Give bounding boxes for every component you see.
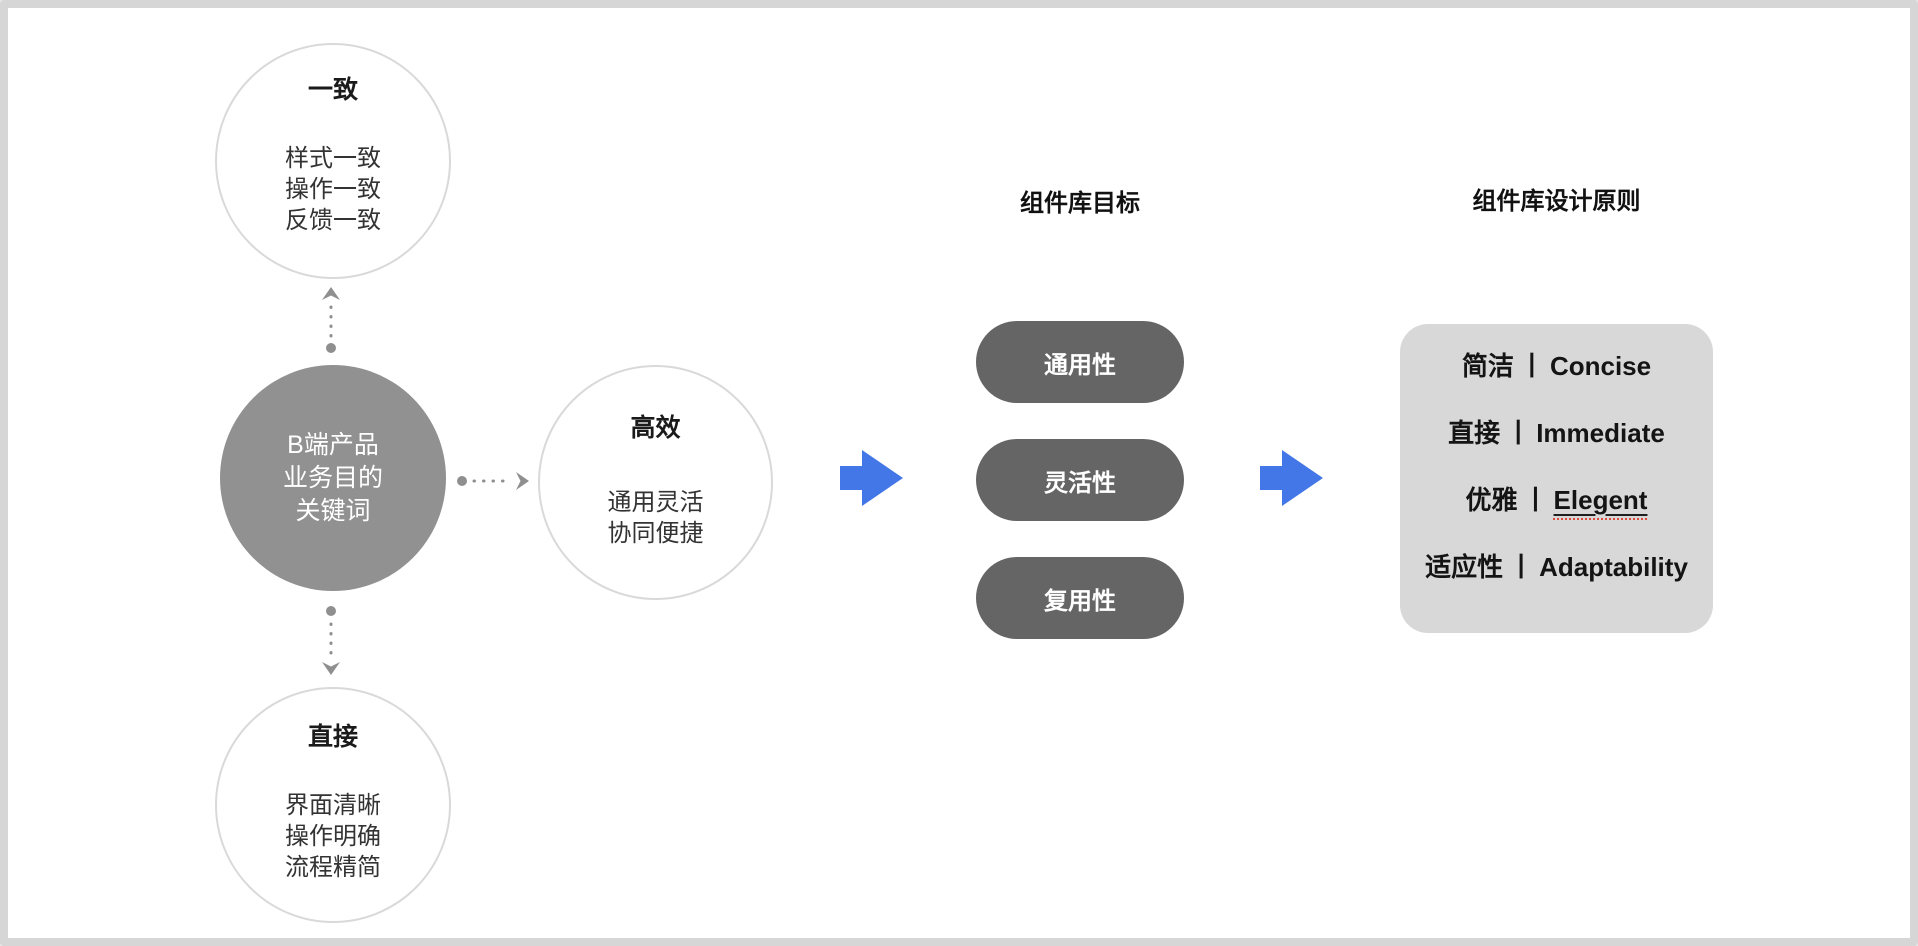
goal-pill-label: 灵活性 [1044, 469, 1116, 497]
keyword-circle-direct: 直接 界面清晰 操作明确 流程精简 [215, 687, 451, 923]
dotted-arrow-right-icon [457, 472, 529, 490]
circle-line: 界面清晰 [285, 792, 381, 819]
principle-separator: 丨 [1518, 351, 1545, 381]
circle-line: 流程精简 [285, 854, 381, 881]
circle-line: 通用灵活 [607, 489, 704, 516]
principles-heading: 组件库设计原则 [1472, 188, 1641, 215]
principle-zh: 直接 [1448, 418, 1501, 448]
keyword-circle-consistent: 一致 样式一致 操作一致 反馈一致 [215, 43, 451, 279]
goal-pill-label: 复用性 [1044, 587, 1116, 615]
circle-line: 样式一致 [285, 145, 381, 172]
principle-separator: 丨 [1505, 418, 1532, 448]
circle-line: 业务目的 [282, 463, 383, 492]
circle-line: 反馈一致 [285, 207, 381, 234]
circle-body: 样式一致 操作一致 反馈一致 [285, 143, 381, 236]
goal-pill-reusability: 复用性 [976, 557, 1184, 639]
circle-line: 操作明确 [285, 823, 381, 850]
circle-line: 协同便捷 [607, 520, 704, 547]
goal-pill-flexibility: 灵活性 [976, 439, 1184, 521]
keyword-circle-efficient: 高效 通用灵活 协同便捷 [538, 365, 773, 600]
goal-pill-label: 通用性 [1044, 351, 1116, 379]
goal-pill-universality: 通用性 [976, 321, 1184, 403]
principle-en: Elegent [1553, 485, 1648, 515]
keyword-circle-center: B端产品 业务目的 关键词 [220, 365, 446, 591]
principle-en-misspelled: Elegent [1554, 480, 1648, 520]
dotted-arrow-up-icon [322, 287, 340, 353]
principle-zh: 适应性 [1425, 552, 1504, 582]
circle-title: 一致 [307, 76, 358, 104]
principle-zh: 优雅 [1465, 485, 1518, 515]
flow-arrow-right-icon [1260, 450, 1323, 506]
principle-separator: 丨 [1522, 485, 1549, 515]
circle-line: B端产品 [287, 430, 379, 459]
dotted-arrow-down-icon [322, 606, 340, 675]
circle-line: 操作一致 [285, 176, 381, 203]
circle-title: 直接 [307, 723, 358, 751]
principle-zh: 简洁 [1461, 351, 1514, 381]
principle-en: Adaptability [1539, 552, 1688, 582]
principle-en: Immediate [1536, 418, 1665, 448]
circle-body: 界面清晰 操作明确 流程精简 [285, 790, 381, 883]
circle-line: 关键词 [295, 496, 371, 525]
principle-en: Concise [1549, 351, 1652, 381]
flow-arrow-right-icon [840, 450, 903, 506]
goals-heading: 组件库目标 [1020, 190, 1140, 217]
principle-separator: 丨 [1508, 552, 1535, 582]
circle-body: 通用灵活 协同便捷 [608, 487, 704, 549]
circle-title: 高效 [630, 414, 681, 442]
